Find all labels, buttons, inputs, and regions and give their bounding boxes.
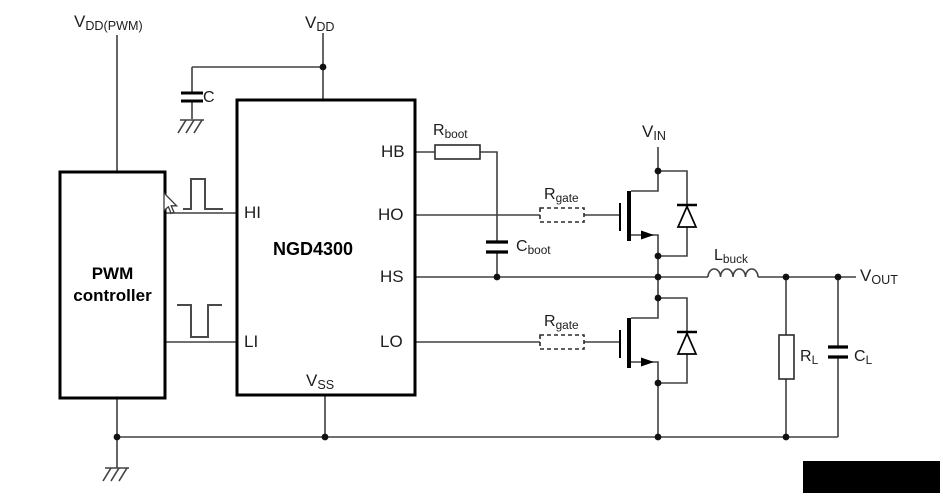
low-pulse-waveform-icon xyxy=(177,304,222,338)
mouse-cursor-icon xyxy=(163,192,179,215)
vout-label: VOUT xyxy=(860,266,898,288)
redaction-box xyxy=(803,461,940,493)
rboot-label: Rboot xyxy=(433,122,468,141)
cap-c-label: C xyxy=(203,89,215,106)
ground-icon xyxy=(177,119,204,134)
cboot-capacitor xyxy=(486,240,508,254)
ngd4300-title: NGD4300 xyxy=(272,239,354,259)
pin-hs-label: HS xyxy=(380,267,404,286)
cboot-label: Cboot xyxy=(516,238,551,257)
rl-label: RL xyxy=(800,348,819,367)
high-pulse-waveform-icon xyxy=(183,178,223,210)
pin-vss-label: VSS xyxy=(306,371,335,393)
rboot-resistor xyxy=(434,144,481,160)
vdd-label: VDD xyxy=(305,13,335,35)
rgate-low-label: Rgate xyxy=(544,313,579,332)
lbuck-label: Lbuck xyxy=(714,247,748,266)
rl-load-resistor xyxy=(778,334,795,380)
ngd4300-box xyxy=(235,98,417,397)
pwm-controller-title: PWM controller xyxy=(73,264,152,305)
pin-lo-label: LO xyxy=(380,332,403,351)
pin-li-label: LI xyxy=(244,332,259,351)
high-side-body-diode xyxy=(658,170,698,257)
pin-hb-label: HB xyxy=(381,142,405,161)
rgate-low-resistor xyxy=(539,334,585,350)
pin-hi-label: HI xyxy=(244,203,261,222)
cl-label: CL xyxy=(854,348,873,367)
rgate-high-resistor xyxy=(539,207,585,223)
pin-ho-label: HO xyxy=(378,205,404,224)
junction-dots xyxy=(113,63,842,441)
pwm-controller-box xyxy=(58,170,167,400)
low-side-mosfet xyxy=(619,298,659,383)
wires xyxy=(116,33,856,468)
lbuck-inductor xyxy=(707,268,759,278)
rgate-high-label: Rgate xyxy=(544,186,579,205)
decoupling-capacitor xyxy=(181,91,203,103)
low-side-body-diode xyxy=(658,297,698,384)
vdd-pwm-label: VDD(PWM) xyxy=(74,12,143,34)
vin-label: VIN xyxy=(642,122,666,144)
ground-icon xyxy=(102,467,129,482)
high-side-mosfet xyxy=(619,171,659,277)
cl-output-capacitor xyxy=(828,345,848,359)
